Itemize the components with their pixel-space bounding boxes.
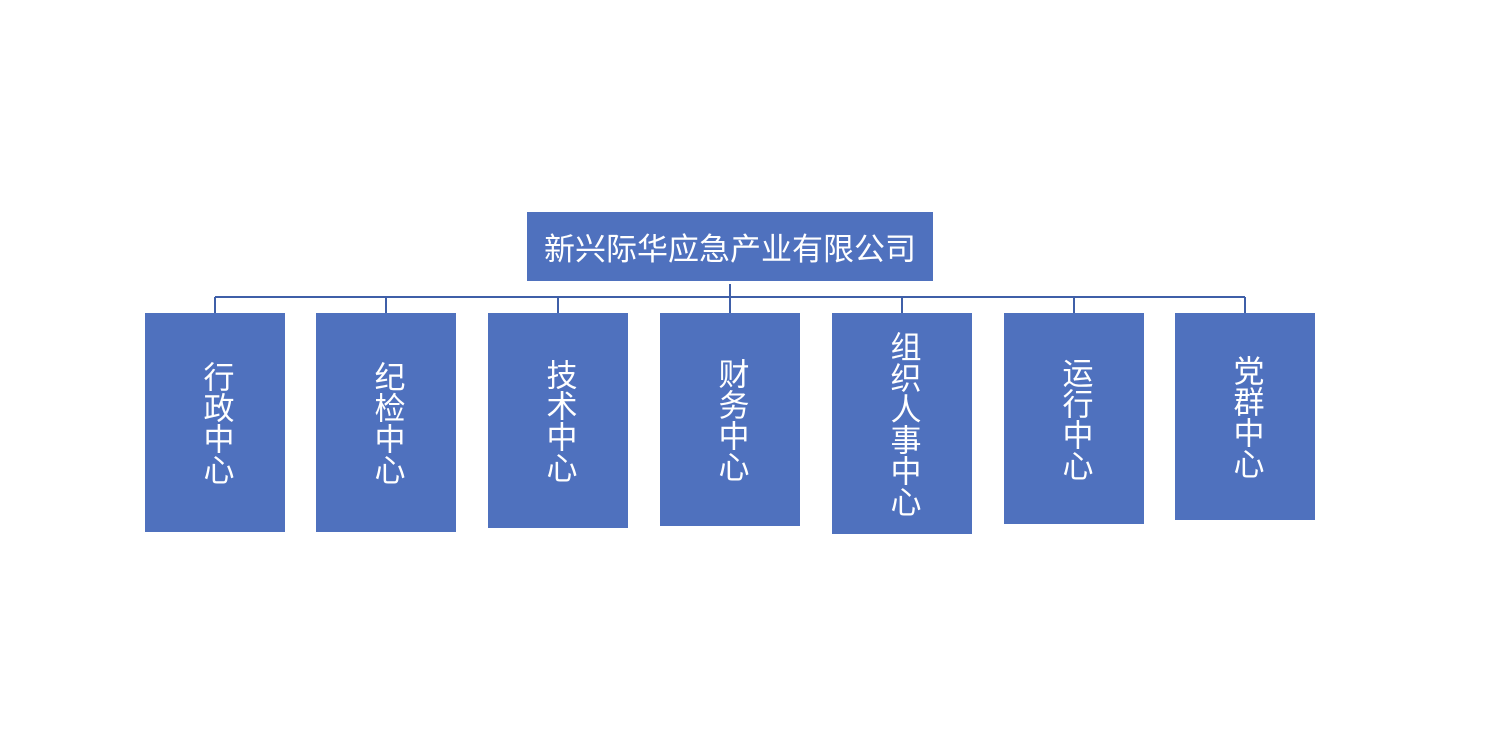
child-node-label: 运行中心: [1056, 356, 1093, 481]
root-node: 新兴际华应急产业有限公司: [527, 212, 933, 281]
child-node-operations: 运行中心: [1004, 313, 1144, 524]
child-node-label: 纪检中心: [368, 360, 405, 485]
child-node-label: 技术中心: [540, 358, 577, 483]
child-node-admin: 行政中心: [145, 313, 285, 532]
child-node-label: 行政中心: [197, 360, 234, 485]
child-node-label: 党群中心: [1227, 354, 1264, 479]
child-node-hr: 组织人事中心: [832, 313, 972, 534]
child-node-technology: 技术中心: [488, 313, 628, 528]
child-node-label: 财务中心: [712, 357, 749, 482]
child-node-party: 党群中心: [1175, 313, 1315, 520]
child-node-finance: 财务中心: [660, 313, 800, 526]
child-node-discipline: 纪检中心: [316, 313, 456, 532]
child-node-label: 组织人事中心: [884, 330, 921, 517]
root-node-label: 新兴际华应急产业有限公司: [544, 232, 916, 268]
